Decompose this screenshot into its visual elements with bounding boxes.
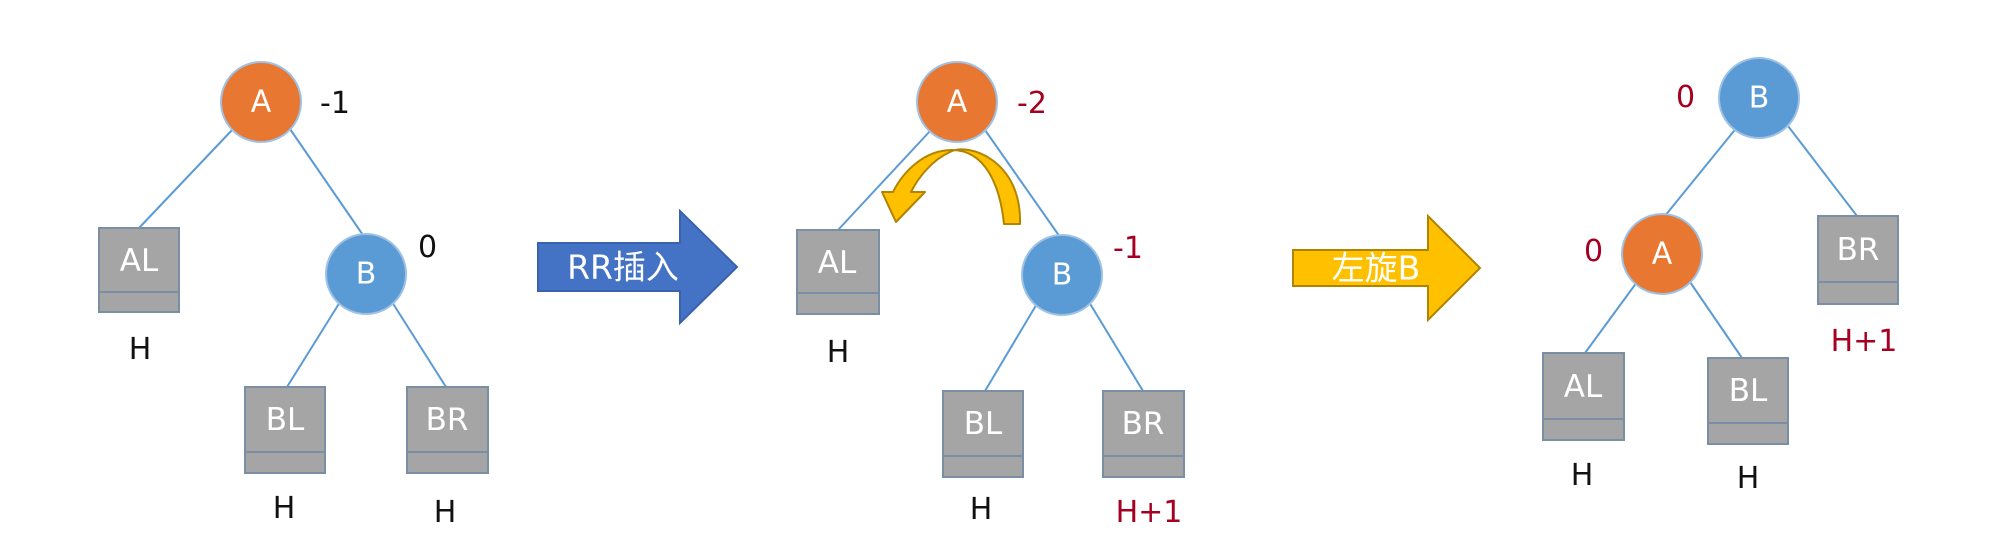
leaf-bl-box: [1707, 357, 1789, 445]
edge-b-br: [391, 301, 447, 388]
node-b: B: [1021, 234, 1103, 316]
height-al: H: [129, 332, 152, 367]
node-a-circle: [220, 61, 302, 143]
edge-a-al: [138, 128, 234, 229]
rotate-arrow-label: 左旋B: [1332, 249, 1421, 288]
node-b-label: B: [356, 257, 377, 292]
leaf-al: AL: [796, 229, 880, 315]
balance-a: 0: [1584, 234, 1603, 269]
node-a: A: [916, 61, 998, 143]
insert-arrow-label: RR插入: [567, 248, 679, 287]
balance-a: -1: [320, 86, 350, 121]
balance-b: 0: [1676, 80, 1695, 115]
leaf-bl-label: BL: [266, 402, 305, 438]
height-al: H: [827, 335, 850, 370]
tree-before-insert: A -1 B 0 AL H BL H BR H: [98, 61, 489, 530]
leaf-al: AL: [98, 227, 180, 313]
edge-a-b: [289, 128, 366, 239]
edge-b-a: [1659, 125, 1739, 223]
node-b: B: [1718, 57, 1800, 139]
height-bl: H: [273, 491, 296, 526]
node-a-label: A: [947, 85, 968, 120]
node-a-circle: [916, 61, 998, 143]
height-al: H: [1571, 458, 1594, 493]
node-b-circle: [1021, 234, 1103, 316]
node-a: A: [1621, 213, 1703, 295]
rotate-arrow: 左旋B: [1292, 213, 1482, 323]
node-b-label: B: [1749, 81, 1770, 116]
leaf-br-box: [406, 386, 489, 474]
leaf-al-box: [796, 229, 880, 315]
height-bl: H: [1737, 461, 1760, 496]
edge-a-bl: [1689, 281, 1743, 359]
node-a: A: [220, 61, 302, 143]
node-a-label: A: [251, 85, 272, 120]
leaf-bl-label: BL: [964, 406, 1003, 442]
insert-arrow-shape: [537, 208, 739, 326]
leaf-al-box: [1542, 352, 1625, 441]
node-a-label: A: [1652, 237, 1673, 272]
leaf-br-box: [1102, 390, 1185, 478]
height-br: H+1: [1116, 495, 1183, 530]
height-br: H: [434, 495, 457, 530]
leaf-br-box: [1817, 215, 1899, 305]
insert-arrow: RR插入: [537, 208, 739, 326]
balance-a: -2: [1017, 86, 1047, 121]
curved-rotate-arrow-icon: [881, 148, 1022, 225]
node-b: B: [325, 233, 407, 315]
edge-b-br: [1787, 125, 1858, 217]
edge-a-al: [1584, 281, 1638, 354]
height-br: H+1: [1831, 324, 1898, 359]
leaf-bl: BL: [244, 386, 326, 474]
rotate-arrow-shape: [1292, 213, 1482, 323]
leaf-bl-label: BL: [1729, 373, 1768, 409]
tree-after-insert: A -2 B -1 AL H BL H BR H+1: [796, 61, 1185, 530]
leaf-bl-box: [244, 386, 326, 474]
leaf-bl-box: [942, 390, 1024, 478]
leaf-al-box: [98, 227, 180, 313]
node-a-circle: [1621, 213, 1703, 295]
leaf-bl: BL: [1707, 357, 1789, 445]
node-b-circle: [325, 233, 407, 315]
leaf-al: AL: [1542, 352, 1625, 441]
leaf-br-label: BR: [1837, 232, 1880, 268]
leaf-br-label: BR: [426, 402, 469, 438]
edge-a-al: [837, 129, 932, 231]
leaf-al-label: AL: [818, 245, 857, 281]
node-b-label: B: [1052, 258, 1073, 293]
edge-a-b: [984, 129, 1061, 238]
height-bl: H: [970, 492, 993, 527]
leaf-br: BR: [406, 386, 489, 474]
tree-after-rotation: B 0 A 0 BR H+1 AL H BL H: [1542, 57, 1899, 496]
node-b-circle: [1718, 57, 1800, 139]
leaf-al-label: AL: [1564, 369, 1603, 405]
leaf-al-label: AL: [120, 243, 159, 279]
edge-b-br: [1088, 301, 1144, 392]
balance-b: 0: [418, 230, 437, 265]
rotate-arrow-body: [881, 148, 1022, 225]
leaf-br-label: BR: [1122, 406, 1165, 442]
leaf-br: BR: [1102, 390, 1185, 478]
leaf-bl: BL: [942, 390, 1024, 478]
balance-b: -1: [1113, 231, 1143, 266]
edge-b-bl: [286, 301, 341, 388]
leaf-br: BR: [1817, 215, 1899, 305]
edge-b-bl: [984, 301, 1039, 392]
